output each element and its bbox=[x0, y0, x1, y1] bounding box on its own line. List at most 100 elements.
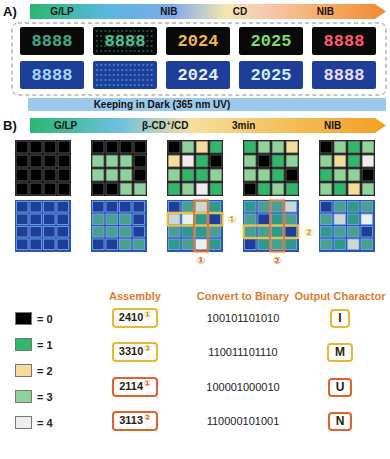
stage-label: CD bbox=[233, 6, 247, 17]
grid-cell bbox=[182, 141, 194, 153]
photo-cell bbox=[209, 227, 221, 238]
led-dot bbox=[138, 84, 140, 86]
grid-cell bbox=[30, 183, 42, 195]
led-dot bbox=[125, 69, 127, 71]
led-dot bbox=[117, 79, 119, 81]
led-dot bbox=[96, 35, 98, 37]
grid-cell bbox=[334, 183, 346, 195]
stage-label: G/LP bbox=[54, 120, 77, 131]
photo-cell bbox=[334, 239, 346, 250]
grid-cell bbox=[30, 155, 42, 167]
photo-cell bbox=[182, 227, 194, 238]
panel-letter: A) bbox=[3, 4, 17, 19]
callout-number: ① bbox=[144, 379, 151, 388]
assembly-code: 3310 bbox=[119, 345, 143, 359]
callout-number: ② bbox=[305, 227, 313, 238]
led-dot bbox=[130, 69, 132, 71]
process-arrow: G/LPβ-CD⁺/CD3minNIB bbox=[30, 117, 386, 134]
character-box: I bbox=[330, 309, 349, 328]
photo-cell bbox=[30, 239, 42, 250]
stage-label: G/LP bbox=[50, 6, 73, 17]
led-dot bbox=[130, 79, 132, 81]
photo-cell bbox=[106, 214, 118, 225]
led-dot bbox=[113, 69, 115, 71]
grid-cell bbox=[320, 183, 332, 195]
output-character: U bbox=[336, 380, 345, 395]
led-dot bbox=[146, 50, 148, 52]
led-dot bbox=[146, 45, 148, 47]
grid-cell bbox=[58, 141, 70, 153]
photo-cell bbox=[169, 214, 181, 225]
grid-cell bbox=[320, 169, 332, 181]
photo-cell bbox=[93, 239, 105, 250]
photo-cell bbox=[272, 239, 284, 250]
grid-cell bbox=[362, 169, 374, 181]
led-dot bbox=[96, 30, 98, 32]
led-dot bbox=[113, 74, 115, 76]
led-dot bbox=[151, 45, 153, 47]
grid-cell bbox=[92, 169, 104, 181]
led-dot bbox=[100, 64, 102, 66]
led-dot bbox=[151, 69, 153, 71]
band-label: Keeping in Dark (365 nm UV) bbox=[94, 98, 231, 111]
legend-swatch bbox=[15, 364, 32, 377]
grid-cell bbox=[168, 155, 180, 167]
photo-cell bbox=[120, 239, 132, 250]
grid-frame bbox=[15, 140, 71, 196]
legend-swatch bbox=[15, 416, 32, 429]
led-dot bbox=[125, 84, 127, 86]
photo-cell bbox=[57, 227, 69, 238]
photo-cell bbox=[120, 202, 132, 213]
assembly-code: 3113 bbox=[119, 414, 143, 428]
grid-cell bbox=[258, 169, 270, 181]
photo-cell bbox=[334, 227, 346, 238]
grid-cell bbox=[168, 169, 180, 181]
grid-cell bbox=[106, 183, 118, 195]
photo-cell bbox=[30, 227, 42, 238]
output-character: M bbox=[335, 345, 345, 360]
photo-cell bbox=[258, 239, 270, 250]
grid-cell bbox=[210, 141, 222, 153]
photo-cell bbox=[245, 214, 257, 225]
assembly-box: 3113② bbox=[112, 411, 158, 431]
grid-cell bbox=[286, 141, 298, 153]
stage-label: β-CD⁺/CD bbox=[142, 120, 188, 131]
grid-cell bbox=[244, 169, 256, 181]
display-digits: 2025 bbox=[251, 66, 292, 85]
display-digits: 8888 bbox=[324, 66, 365, 85]
assembly-box: 2410① bbox=[112, 308, 158, 328]
callout-number: ② bbox=[144, 413, 151, 422]
condition-band: Keeping in Dark (365 nm UV) bbox=[28, 98, 386, 111]
grid-cell bbox=[58, 169, 70, 181]
grid-frame bbox=[91, 140, 147, 196]
legend-text: = 1 bbox=[37, 339, 53, 351]
led-dot bbox=[121, 74, 123, 76]
led-dot bbox=[104, 64, 106, 66]
led-dot bbox=[138, 74, 140, 76]
photo-cell bbox=[120, 214, 132, 225]
led-dot bbox=[142, 74, 144, 76]
grid-cell bbox=[244, 155, 256, 167]
display-panels bbox=[20, 27, 376, 89]
display-dark bbox=[166, 27, 230, 55]
led-dot bbox=[96, 45, 98, 47]
photo-cell bbox=[285, 227, 297, 238]
legend-swatch bbox=[15, 390, 32, 403]
callout-number: ① bbox=[197, 255, 205, 266]
led-dot bbox=[151, 40, 153, 42]
led-dot bbox=[121, 79, 123, 81]
binary-code: 100101101010 bbox=[207, 312, 280, 324]
grid-cell bbox=[362, 141, 374, 153]
photo-cell bbox=[321, 239, 333, 250]
led-dot bbox=[96, 79, 98, 81]
photo-cell bbox=[182, 214, 194, 225]
grid-cell bbox=[286, 155, 298, 167]
led-dot bbox=[117, 64, 119, 66]
led-dot bbox=[142, 79, 144, 81]
photo-cell bbox=[17, 227, 29, 238]
output-character: N bbox=[336, 414, 345, 429]
photo-cell bbox=[272, 227, 284, 238]
led-dot bbox=[113, 64, 115, 66]
grid-cell bbox=[334, 141, 346, 153]
